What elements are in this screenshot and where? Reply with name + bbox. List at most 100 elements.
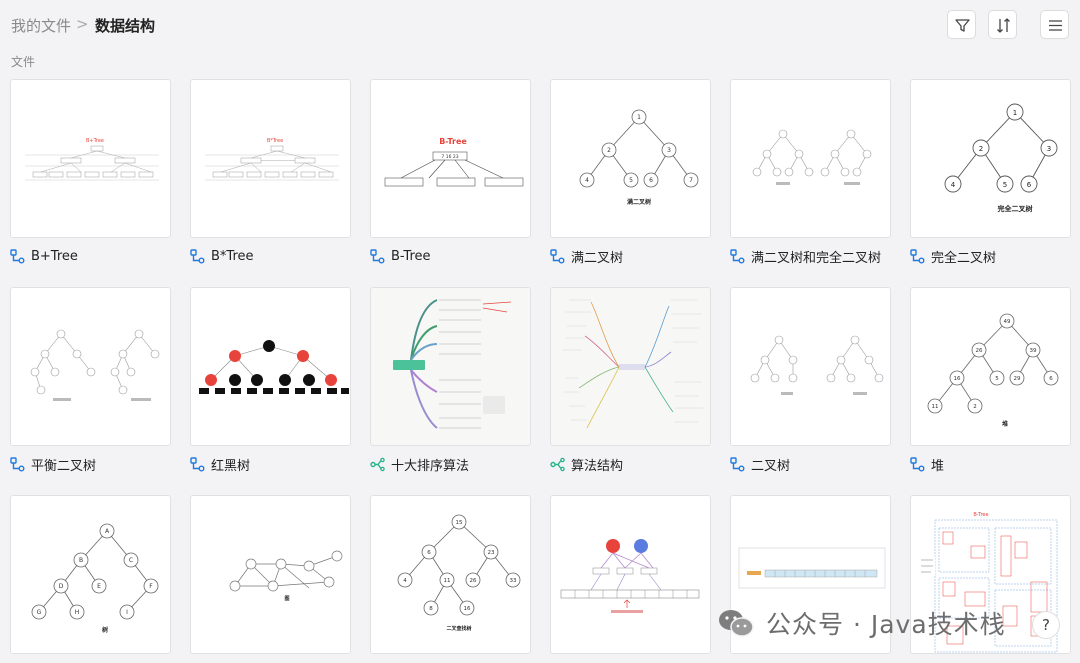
file-thumbnail [730,287,891,446]
node-label: 2 [973,404,977,410]
flowchart-icon [10,248,25,263]
node-label: 15 [456,520,463,526]
node-label: 33 [510,578,517,584]
bstar-tree-diagram: B*Tree [205,138,339,181]
tree-diagram: A B C D E F G H I 树 [31,523,159,634]
bst-diagram: 15 6 23 4 11 26 33 8 16 二叉查找树 [397,514,521,632]
help-button[interactable]: ? [1032,611,1060,639]
file-name: 平衡二叉树 [31,458,97,474]
diagram-caption: 树 [102,626,108,634]
mindmap-icon [370,457,385,471]
flowchart-icon [730,456,745,471]
file-thumbnail: 15 6 23 4 11 26 33 8 16 二叉查找树 [370,495,531,654]
node-label: 3 [667,147,671,154]
node-label: 39 [1030,348,1037,354]
node-label: 6 [1027,181,1032,189]
watermark: 公众号 · Java技术栈 [716,600,1056,646]
graph-diagram: 图 [229,550,343,602]
node-label: 6 [427,550,431,556]
flowchart-icon [550,248,565,263]
root-keys: 7 16 23 [441,154,458,160]
file-name: B+Tree [31,248,78,264]
menu-icon [1049,20,1062,31]
file-name-row: 堆 [910,455,1080,474]
file-thumbnail [10,287,171,446]
file-name: B*Tree [211,248,254,264]
file-name-row: 满二叉树和完全二叉树 [730,247,905,266]
node-label: E [97,583,101,590]
node-label: 16 [954,376,961,382]
file-name-row: 完全二叉树 [910,247,1080,266]
node-label: H [75,609,80,616]
breadcrumb-root[interactable]: 我的文件 [11,17,72,35]
node-label: A [105,528,110,535]
section-label: 文件 [11,55,36,69]
diagram-title: B*Tree [267,138,283,144]
sort-button[interactable] [988,10,1017,39]
diagram-caption: 二叉查找树 [446,625,471,632]
file-name: 完全二叉树 [931,250,997,266]
flowchart-icon [190,456,205,471]
diagram-caption: 完全二叉树 [998,204,1033,213]
file-thumbnail: 图 [190,495,351,654]
bplus-tree-diagram: B+Tree [25,138,159,181]
node-label: 49 [1004,319,1011,325]
filter-button[interactable] [947,10,976,39]
diagram-caption: 图 [284,595,289,602]
file-name: 红黑树 [211,458,251,474]
node-label: 26 [470,578,477,584]
node-label: B [79,557,83,564]
file-thumbnail [730,495,891,654]
file-thumbnail [370,287,531,446]
flowchart-icon [910,456,925,471]
node-label: 4 [951,181,956,189]
file-thumbnail [550,495,711,654]
file-name: 满二叉树 [571,250,624,266]
node-label: 5 [1003,181,1007,189]
file-name-row: 平衡二叉树 [10,455,185,474]
diagram-caption: 满二叉树 [627,198,651,206]
file-name: 二叉树 [751,458,791,474]
full-binary-tree-diagram: 1 2 3 4 5 6 7 满二叉树 [579,109,699,206]
algorithm-mindmap-diagram [563,299,703,429]
b-tree-diagram: B-Tree 7 16 23 [384,137,524,187]
file-name: 算法结构 [571,458,624,474]
file-name-row: 二叉树 [730,455,905,474]
full-and-complete-tree-diagram [752,129,872,185]
file-name-row: 红黑树 [190,455,365,474]
file-name-row: B*Tree [190,247,365,265]
node-label: 6 [649,177,653,184]
flowchart-icon [190,248,205,263]
menu-button[interactable] [1040,10,1069,39]
file-thumbnail [550,287,711,446]
flowchart-icon [910,248,925,263]
file-thumbnail [190,287,351,446]
file-name-row: 十大排序算法 [370,455,545,474]
binary-tree-diagram [750,335,884,395]
node-label: 11 [932,404,939,410]
node-label: 1 [1013,109,1017,117]
node-label: 6 [1049,376,1053,382]
node-label: 23 [488,550,495,556]
node-label: 29 [1014,376,1021,382]
node-label: 3 [1047,145,1051,153]
header: 我的文件 > 数据结构 [0,0,1080,50]
node-label: G [37,609,42,616]
diagram-title: B-Tree [973,512,988,518]
sorting-mindmap-diagram [393,299,512,429]
node-label: 5 [995,376,999,382]
diagram-caption: 堆 [1002,420,1008,428]
balanced-tree-diagram [30,329,160,401]
file-name: B-Tree [391,248,431,264]
node-label: 26 [976,348,983,354]
file-thumbnail: B+Tree [10,79,171,238]
node-label: 16 [464,606,471,612]
flowchart-icon [10,456,25,471]
array-diagram [738,547,886,589]
node-label: 7 [689,177,693,184]
heap-diagram: 49 26 39 16 5 29 6 11 2 堆 [927,313,1059,428]
b-tree-pages-diagram: B-Tree [919,512,1058,653]
node-label: 11 [444,578,451,584]
file-name: 满二叉树和完全二叉树 [751,250,882,266]
complete-binary-tree-diagram: 1 2 3 4 5 6 完全二叉树 [944,103,1058,213]
